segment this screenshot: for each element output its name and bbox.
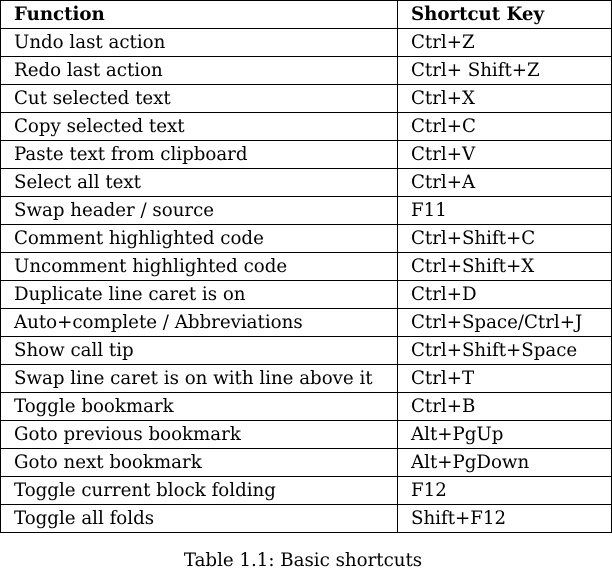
table-header-row: Function Shortcut Key: [0, 0, 612, 29]
function-cell: Toggle current block folding: [0, 476, 398, 505]
shortcut-key-cell: F12: [397, 476, 612, 505]
function-cell: Cut selected text: [0, 84, 398, 113]
shortcut-key-cell: Ctrl+ Shift+Z: [397, 56, 612, 85]
function-cell: Goto next bookmark: [0, 448, 398, 477]
header-shortcut-key: Shortcut Key: [397, 0, 612, 29]
shortcut-key-cell: Ctrl+X: [397, 84, 612, 113]
shortcut-key-cell: Ctrl+Z: [397, 28, 612, 57]
function-cell: Show call tip: [0, 336, 398, 365]
function-cell: Swap header / source: [0, 196, 398, 225]
shortcut-key-cell: Ctrl+Shift+C: [397, 224, 612, 253]
function-cell: Undo last action: [0, 28, 398, 57]
header-function: Function: [0, 0, 398, 29]
function-cell: Goto previous bookmark: [0, 420, 398, 449]
shortcut-key-cell: Shift+F12: [397, 504, 612, 533]
function-cell: Select all text: [0, 168, 398, 197]
table-row: Swap line caret is on with line above it…: [0, 364, 612, 393]
table-caption: Table 1.1: Basic shortcuts: [183, 550, 423, 571]
shortcut-key-cell: Ctrl+T: [397, 364, 612, 393]
function-cell: Copy selected text: [0, 112, 398, 141]
shortcut-key-cell: F11: [397, 196, 612, 225]
shortcut-key-cell: Ctrl+C: [397, 112, 612, 141]
shortcut-key-cell: Ctrl+Shift+X: [397, 252, 612, 281]
function-cell: Paste text from clipboard: [0, 140, 398, 169]
function-cell: Toggle all folds: [0, 504, 398, 533]
shortcut-key-cell: Ctrl+D: [397, 280, 612, 309]
function-cell: Swap line caret is on with line above it: [0, 364, 398, 393]
function-cell: Redo last action: [0, 56, 398, 85]
shortcut-key-cell: Alt+PgDown: [397, 448, 612, 477]
shortcut-key-cell: Ctrl+B: [397, 392, 612, 421]
function-cell: Comment highlighted code: [0, 224, 398, 253]
shortcut-key-cell: Ctrl+Shift+Space: [397, 336, 612, 365]
shortcut-key-cell: Ctrl+V: [397, 140, 612, 169]
function-cell: Duplicate line caret is on: [0, 280, 398, 309]
shortcut-key-cell: Ctrl+A: [397, 168, 612, 197]
function-cell: Uncomment highlighted code: [0, 252, 398, 281]
function-cell: Auto+complete / Abbreviations: [0, 308, 398, 337]
shortcut-key-cell: Ctrl+Space/Ctrl+J: [397, 308, 612, 337]
shortcut-key-cell: Alt+PgUp: [397, 420, 612, 449]
function-cell: Toggle bookmark: [0, 392, 398, 421]
